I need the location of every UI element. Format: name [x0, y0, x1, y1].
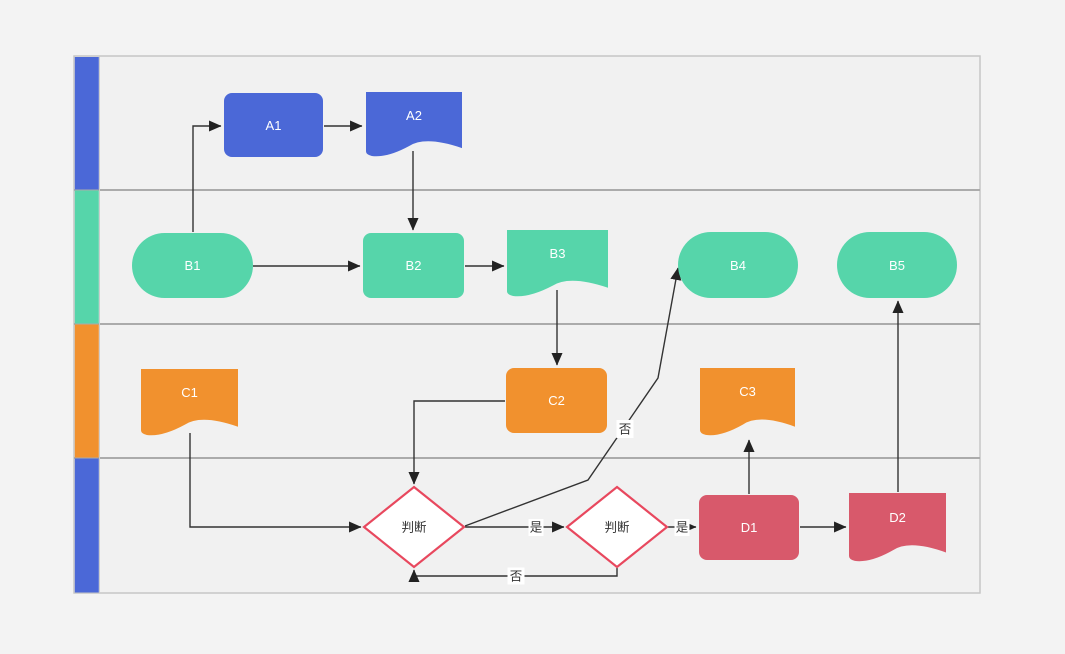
node-b1[interactable]: B1	[132, 233, 253, 298]
node-decision2[interactable]: 判断	[565, 485, 669, 569]
node-b4-shape[interactable]	[678, 232, 798, 298]
node-decision2-label: 判断	[604, 520, 629, 535]
node-decision1-label: 判断	[401, 520, 426, 535]
node-b4-label: B4	[730, 258, 746, 273]
node-c2-label: C2	[548, 393, 565, 408]
node-c1-label: C1	[181, 385, 198, 400]
node-a2[interactable]: A2	[366, 92, 462, 157]
node-d2[interactable]: D2	[849, 493, 946, 562]
edge-label-yes-1: 是	[530, 521, 543, 535]
edge-label-no-2: 否	[510, 570, 523, 584]
lane-1-bar	[74, 57, 99, 190]
edge-b1-to-a1[interactable]	[192, 120, 222, 232]
node-a1-shape[interactable]	[224, 93, 323, 157]
node-decision2-shape[interactable]	[565, 485, 669, 569]
node-c3[interactable]: C3	[700, 368, 795, 436]
node-b3[interactable]: B3	[507, 230, 608, 297]
node-d1[interactable]: D1	[699, 495, 799, 560]
edge-label-yes-2: 是	[676, 521, 689, 535]
edge-label-bg	[528, 519, 544, 536]
node-b2-shape[interactable]	[363, 233, 464, 298]
node-c1[interactable]: C1	[141, 369, 238, 436]
edges	[189, 120, 904, 582]
lane-4-bar	[74, 458, 99, 593]
edge-label-bg	[616, 420, 634, 438]
edge-label-no-1: 否	[619, 423, 632, 437]
node-d2-label: D2	[889, 510, 906, 525]
lane-2-bar	[74, 190, 99, 324]
node-b3-shape[interactable]	[507, 230, 608, 297]
nodes: A1 A2 B1 B2 B3 B4 B5 C1	[132, 92, 957, 569]
node-d1-label: D1	[741, 520, 758, 535]
node-b2-label: B2	[406, 258, 422, 273]
lane-3-bar	[74, 324, 99, 458]
node-b1-label: B1	[185, 258, 201, 273]
node-a2-shape[interactable]	[366, 92, 462, 157]
swimlane-frame	[73, 55, 981, 594]
node-c3-shape[interactable]	[700, 368, 795, 436]
node-b4[interactable]: B4	[678, 232, 798, 298]
node-b5[interactable]: B5	[837, 232, 957, 298]
node-a1[interactable]: A1	[224, 93, 323, 157]
node-b1-shape[interactable]	[132, 233, 253, 298]
edge-c1-to-decision1[interactable]	[189, 433, 362, 533]
edge-labels: 是 是 否 否	[507, 420, 690, 585]
node-b5-label: B5	[889, 258, 905, 273]
node-b3-label: B3	[550, 246, 566, 261]
node-a2-label: A2	[406, 108, 422, 123]
node-b5-shape[interactable]	[837, 232, 957, 298]
node-decision1[interactable]: 判断	[362, 485, 466, 569]
node-c2-shape[interactable]	[506, 368, 607, 433]
node-c2[interactable]: C2	[506, 368, 607, 433]
edge-label-bg	[507, 567, 525, 585]
node-c3-label: C3	[739, 384, 756, 399]
node-d1-shape[interactable]	[699, 495, 799, 560]
node-c1-shape[interactable]	[141, 369, 238, 436]
edge-label-bg	[674, 519, 690, 536]
edge-c2-to-decision1[interactable]	[408, 400, 505, 485]
node-d2-shape[interactable]	[849, 493, 946, 562]
node-decision1-shape[interactable]	[362, 485, 466, 569]
node-b2[interactable]: B2	[363, 233, 464, 298]
node-a1-label: A1	[266, 118, 282, 133]
